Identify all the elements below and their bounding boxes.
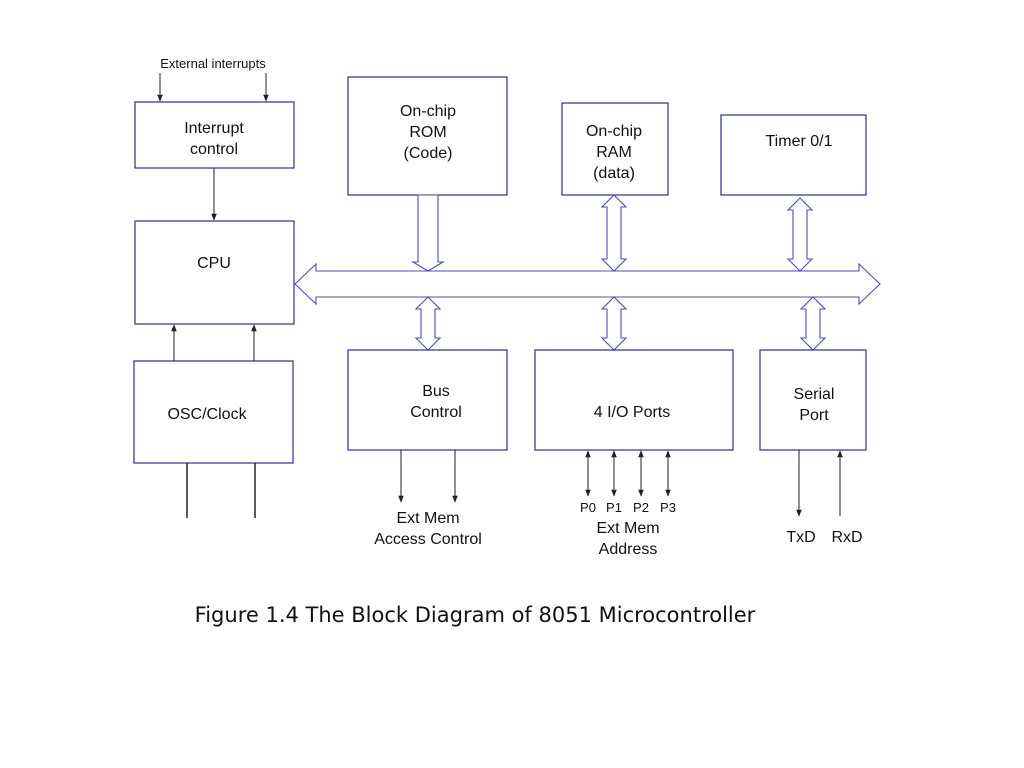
ram-bus-connector — [600, 194, 628, 272]
port-p3-label: P3 — [660, 500, 676, 515]
rom-label-line-1: On-chip — [400, 103, 456, 120]
serial-port-label-line-1: Serial — [794, 386, 835, 403]
timer-bus-connector — [786, 197, 814, 272]
serial-port-label-line-2: Port — [799, 407, 829, 424]
external-interrupts-label: External interrupts — [160, 56, 266, 71]
timer-block: Timer 0/1 — [720, 114, 867, 196]
on-chip-rom-block: On-chip ROM (Code) — [347, 76, 508, 196]
interrupt-control-label-line-2: control — [190, 141, 238, 158]
figure-caption: Figure 1.4 The Block Diagram of 8051 Mic… — [194, 603, 756, 627]
cpu-label: CPU — [197, 255, 231, 272]
io-ports-label: 4 I/O Ports — [594, 404, 670, 421]
ext-mem-access-label-line-1: Ext Mem — [396, 510, 459, 527]
port-p1-label: P1 — [606, 500, 622, 515]
internal-bus — [294, 262, 881, 306]
interrupt-control-label-line-1: Interrupt — [184, 120, 244, 137]
bus-control-bus-connector — [414, 296, 442, 351]
serial-port-bus-connector — [799, 296, 827, 351]
serial-port-block: Serial Port — [759, 349, 867, 451]
osc-clock-label: OSC/Clock — [167, 406, 247, 423]
rom-label-line-3: (Code) — [404, 145, 453, 162]
bus-control-label-line-2: Control — [410, 404, 462, 421]
bus-control-block: Bus Control — [347, 349, 508, 451]
ext-mem-access-label-line-2: Access Control — [374, 531, 482, 548]
rom-label-line-2: ROM — [409, 124, 446, 141]
ext-mem-address-label-line-1: Ext Mem — [596, 520, 659, 537]
interrupt-control-block: Interrupt control — [134, 101, 295, 169]
port-p0-label: P0 — [580, 500, 596, 515]
txd-label: TxD — [786, 529, 815, 546]
port-p2-label: P2 — [633, 500, 649, 515]
rom-to-bus-arrow — [411, 194, 445, 272]
io-ports-bus-connector — [600, 296, 628, 351]
ram-label-line-3: (data) — [593, 165, 635, 182]
ram-label-line-2: RAM — [596, 144, 632, 161]
bus-control-label-line-1: Bus — [422, 383, 450, 400]
timer-label: Timer 0/1 — [766, 133, 833, 150]
ext-mem-address-label-line-2: Address — [599, 541, 658, 558]
on-chip-ram-block: On-chip RAM (data) — [561, 102, 669, 196]
osc-clock-block: OSC/Clock — [133, 360, 294, 464]
ram-label-line-1: On-chip — [586, 123, 642, 140]
rxd-label: RxD — [831, 529, 862, 546]
cpu-block: CPU — [134, 220, 295, 325]
io-ports-block: 4 I/O Ports — [534, 349, 734, 451]
